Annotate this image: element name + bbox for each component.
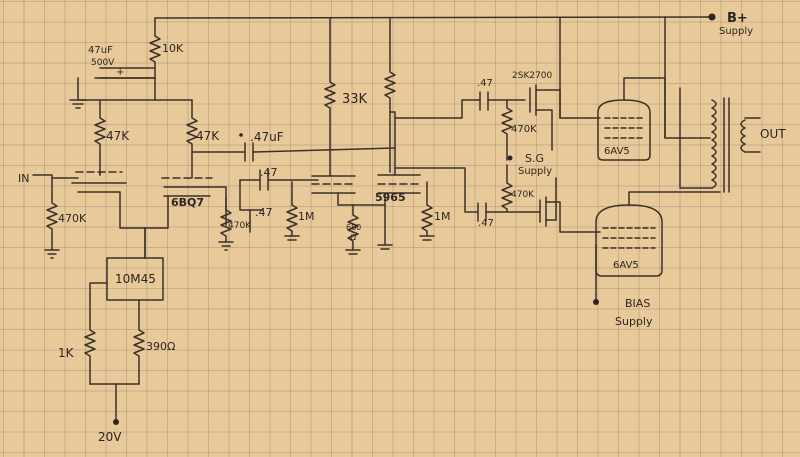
sg-supply-label: Supply xyxy=(518,166,552,177)
bias-label: BIAS xyxy=(625,297,650,310)
r-1m-b-label: 1M xyxy=(434,210,451,223)
tube-6bq7 xyxy=(71,171,227,259)
mosfet-drive-network xyxy=(394,91,541,222)
regulator-label: 10M45 xyxy=(115,272,156,286)
cap-047-a-label: .47 xyxy=(255,206,273,219)
r-680-label: 680 xyxy=(346,223,361,232)
filter-capacitor xyxy=(69,67,156,109)
r-47k-b-label: 47K xyxy=(196,129,220,143)
tube-6av5-lower xyxy=(593,191,721,305)
input-network xyxy=(32,174,79,259)
tube-5965 xyxy=(311,111,421,255)
tube-6av5-upper xyxy=(597,77,666,161)
tube-6av5-upper-label: 6AV5 xyxy=(604,146,630,157)
tube-6bq7-label: 6BQ7 xyxy=(171,196,204,209)
r-470k-stage2-label: 470K xyxy=(228,221,252,231)
r-47k-a-label: 47K xyxy=(106,129,130,143)
mosfet-label: 2SK2700 xyxy=(512,71,553,81)
bias-supply-label: Supply xyxy=(615,315,653,328)
input-label: IN xyxy=(18,172,29,185)
b-plus-supply-label: Supply xyxy=(719,26,753,37)
cap-047-b-label: .47 xyxy=(260,166,278,179)
sg-label: S.G xyxy=(525,152,544,165)
r-1m-a-label: 1M xyxy=(298,210,315,223)
plate-resistors-6bq7 xyxy=(94,99,246,179)
cap-plus-sign: + xyxy=(116,67,124,78)
tube-6av5-lower-label: 6AV5 xyxy=(613,260,639,271)
cap-047uf-label: .47uF xyxy=(250,130,284,144)
stage2-grid-network xyxy=(218,169,319,251)
r-470k-input-label: 470K xyxy=(58,212,87,225)
output-transformer xyxy=(664,77,761,193)
cap-500v-label: 500V xyxy=(91,58,115,68)
output-label: OUT xyxy=(760,127,786,141)
r-1k-label: 1K xyxy=(58,346,75,360)
r-390-label: 390Ω xyxy=(146,340,175,353)
r-470k-d-label: 470K xyxy=(511,190,535,200)
coupling-cap-47uf xyxy=(239,133,396,162)
mosfet-lower xyxy=(539,177,601,233)
cap-047-c-label: .47 xyxy=(477,78,493,89)
v-20-label: 20V xyxy=(98,430,122,444)
r-33k-label: 33K xyxy=(342,92,368,107)
cap-047-d-label: .47 xyxy=(478,218,494,229)
cap-47uf-value: 47uF xyxy=(88,45,113,56)
r-680-omega: Ω xyxy=(350,233,356,242)
r-10k-label: 10K xyxy=(162,42,184,55)
tube-5965-label: 5965 xyxy=(375,191,406,204)
mosfet-upper xyxy=(529,84,601,151)
r-470k-c-label: 470K xyxy=(511,124,537,135)
grid-resistors-1m xyxy=(284,181,435,241)
b-plus-label: B+ xyxy=(727,11,748,26)
regulator-10m45 xyxy=(84,227,164,425)
